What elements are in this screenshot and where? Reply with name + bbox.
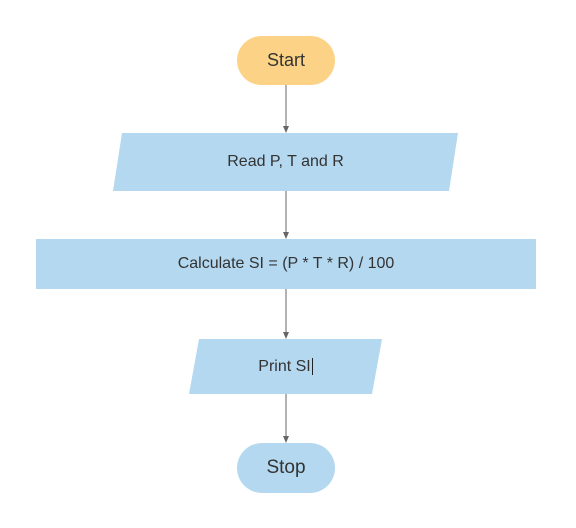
stop-label: Stop xyxy=(266,457,306,478)
calculate-label: Calculate SI = (P * T * R) / 100 xyxy=(177,255,395,272)
start-terminal-shape[interactable] xyxy=(237,36,335,85)
print-label-container[interactable]: Print SI xyxy=(189,339,382,394)
calculate-process-shape[interactable] xyxy=(36,239,536,289)
print-output-shape[interactable] xyxy=(189,339,382,394)
start-label: Start xyxy=(266,50,305,70)
read-label: Read P, T and R xyxy=(227,153,344,170)
stop-terminal-shape[interactable] xyxy=(237,443,335,493)
text-cursor xyxy=(311,358,313,375)
read-input-shape[interactable] xyxy=(113,133,458,191)
print-label: Print SI xyxy=(258,357,311,375)
